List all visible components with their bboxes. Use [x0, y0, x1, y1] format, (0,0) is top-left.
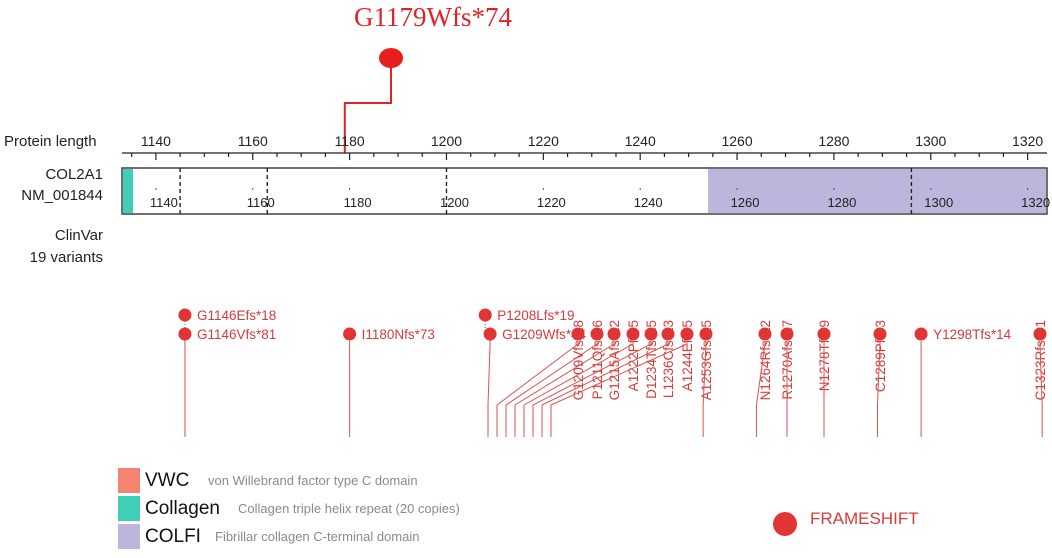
variant-g1209wfs44-dot	[483, 327, 497, 341]
variant-n1264rfs22-stem	[755, 341, 766, 437]
variant-a1222pfs5-stem	[523, 341, 634, 437]
clinvar-title: ClinVar	[55, 227, 103, 244]
variant-y1298tfs14-dot	[914, 327, 928, 341]
variant-n1264rfs22-dot	[758, 327, 772, 341]
highlight-dot[interactable]	[379, 48, 403, 68]
frameshift-legend-label: FRAMESHIFT	[810, 509, 919, 528]
variant-p1208lfs19-dot	[478, 308, 492, 322]
variant-g1209vfs18-stem	[496, 341, 579, 437]
axis-ticks: 1140 1160 1180 1200 1220 1240 1260 1280 1300 1320	[131, 133, 1043, 160]
variant-p1208lfs19-label: P1208Lfs*19	[497, 308, 574, 323]
axis-tick-label: 1200	[431, 133, 462, 149]
legend-swatch-vwc	[118, 468, 140, 493]
domain-collagen	[123, 169, 133, 213]
domain-colfi	[707, 169, 1046, 213]
variant-l1236cfs13-stem	[541, 341, 669, 437]
gene-inner-tick-label: 1160	[247, 195, 275, 210]
variant-i1180nfs73-label: I1180Nfs*73	[362, 327, 435, 342]
variant-g1215afs12-stem	[514, 341, 615, 437]
variant-g1146vfs81-label: G1146Vfs*81	[197, 327, 276, 342]
gene-inner-tick-label: 1240	[634, 195, 663, 210]
axis-tick-label: 1140	[141, 133, 171, 149]
variant-g1209vfs18-dot	[571, 327, 585, 341]
variant-c1323rfs41-dot	[1033, 327, 1047, 341]
legend-name-vwc: VWC	[145, 470, 189, 491]
axis-tick-label: 1300	[915, 133, 946, 149]
axis-label: Protein length	[4, 133, 97, 150]
gene-inner-tick-label: 1180	[344, 195, 372, 210]
variant-a1253gfs15-dot	[699, 327, 713, 341]
variant-c1323rfs41-stem	[1039, 341, 1043, 437]
axis-tick-label: 1320	[1012, 133, 1043, 149]
variant-d1234tfs15-stem	[532, 341, 652, 437]
axis-tick-label: 1220	[528, 133, 559, 149]
gene-transcript: NM_001844	[21, 187, 103, 204]
variant-g1215afs12-dot	[607, 327, 621, 341]
variant-i1180nfs73-dot	[343, 327, 357, 341]
highlight-stem	[343, 68, 392, 153]
axis-tick-label: 1240	[625, 133, 656, 149]
variant-g1146efs18-dot	[178, 308, 192, 322]
variant-g1215afs12-label: G1215Afs*12	[607, 320, 622, 400]
gene-inner-tick-label: 1220	[537, 195, 566, 210]
legend-desc-collagen: Collagen triple helix repeat (20 copies)	[238, 501, 460, 516]
variant-a1244efs5-stem	[550, 341, 688, 437]
variant-a1244efs5-dot	[680, 327, 694, 341]
legend-name-collagen: Collagen	[145, 498, 220, 519]
legend-desc-vwc: von Willebrand factor type C domain	[208, 473, 418, 488]
variant-a1253gfs15-stem	[702, 341, 707, 437]
variant-r1270afs17-dot	[780, 327, 794, 341]
variant-g1146vfs81-dot	[178, 327, 192, 341]
variant-n1264rfs22-label: N1264Rfs*22	[758, 320, 773, 400]
gene-name: COL2A1	[45, 166, 103, 183]
gene-inner-tick-label: 1140	[150, 195, 178, 210]
gene-inner-tick-label: 1200	[440, 195, 469, 210]
variant-g1209wfs44-stem	[487, 341, 491, 437]
variant-p1211qfs16-stem	[505, 341, 598, 437]
variant-n1278tfs9-dot	[817, 327, 831, 341]
legend-swatch-colfi	[118, 524, 140, 549]
variant-p1211qfs16-dot	[590, 327, 604, 341]
gene-inner-tick-label: 1280	[827, 195, 856, 210]
variant-a1253gfs15-label: A1253Gfs*15	[699, 320, 714, 400]
axis-tick-label: 1280	[818, 133, 849, 149]
gene-inner-tick-label: 1320	[1021, 195, 1050, 210]
highlight-label: G1179Wfs*74	[354, 2, 512, 32]
gene-track: 1140 1160 1180 1200 1220 1240 1260 1280 1300 1320	[121, 167, 1050, 215]
axis-tick-label: 1260	[721, 133, 752, 149]
clinvar-count: 19 variants	[30, 249, 103, 266]
legend-name-colfi: COLFI	[145, 526, 201, 547]
variant-c1289pfs3-dot	[873, 327, 887, 341]
gene-inner-tick-label: 1260	[731, 195, 760, 210]
variant-a1222pfs5-dot	[626, 327, 640, 341]
variant-c1289pfs3-stem	[876, 341, 881, 437]
axis-tick-label: 1160	[238, 133, 268, 149]
variant-g1209wfs44-label: G1209Wfs*44	[502, 327, 587, 342]
variant-g1146efs18-label: G1146Efs*18	[197, 308, 276, 323]
axis-tick-label: 1180	[335, 133, 365, 149]
variant-l1236cfs13-dot	[661, 327, 675, 341]
variant-g1209vfs18-label: G1209Vfs*18	[571, 320, 586, 400]
legend-desc-colfi: Fibrillar collagen C-terminal domain	[215, 529, 419, 544]
variant-d1234tfs15-dot	[644, 327, 658, 341]
variant-y1298tfs14-label: Y1298Tfs*14	[933, 327, 1012, 342]
frameshift-legend-dot	[773, 512, 797, 536]
gene-inner-tick-label: 1300	[924, 195, 953, 210]
legend-swatch-collagen	[118, 496, 140, 521]
